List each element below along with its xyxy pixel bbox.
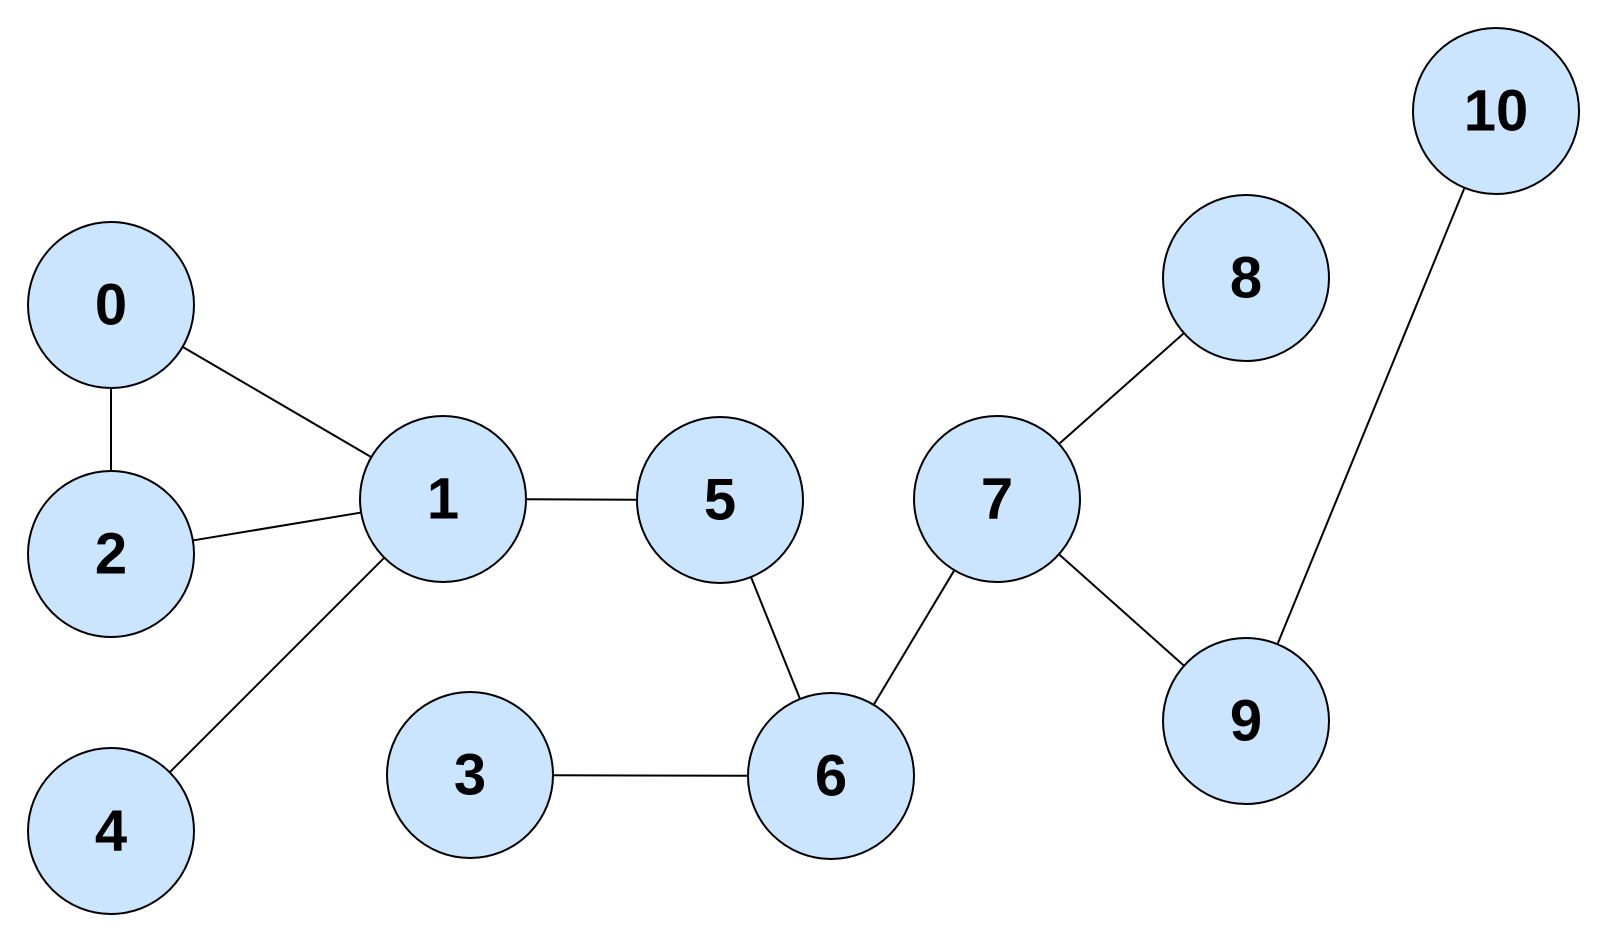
edge-5-6 <box>750 576 801 700</box>
node-9-circle <box>1162 637 1330 805</box>
edge-0-1 <box>182 346 372 458</box>
node-2: 2 <box>27 470 195 638</box>
node-3: 3 <box>386 691 554 859</box>
node-5-label: 5 <box>704 468 736 533</box>
node-9-label: 9 <box>1230 689 1262 754</box>
node-6-circle <box>747 692 915 860</box>
edge-7-8 <box>1058 332 1185 445</box>
edge-1-4 <box>168 556 386 774</box>
nodes-layer: 0 1 2 3 4 5 6 7 8 9 10 <box>27 27 1580 915</box>
node-4: 4 <box>27 747 195 915</box>
node-1-label: 1 <box>427 467 459 532</box>
edge-7-9 <box>1058 553 1185 667</box>
node-8-label: 8 <box>1230 246 1262 311</box>
node-9: 9 <box>1162 637 1330 805</box>
node-2-label: 2 <box>95 522 127 587</box>
node-10-circle <box>1412 27 1580 195</box>
edge-3-6 <box>552 774 749 777</box>
node-0-circle <box>27 221 195 389</box>
edge-6-7 <box>872 569 956 706</box>
node-3-circle <box>386 691 554 859</box>
node-0: 0 <box>27 221 195 389</box>
edge-2-1 <box>192 511 362 542</box>
edges-layer <box>110 187 1466 777</box>
node-1-circle <box>359 415 527 583</box>
node-7-label: 7 <box>981 467 1013 532</box>
node-6-label: 6 <box>815 744 847 809</box>
node-8-circle <box>1162 194 1330 362</box>
node-2-circle <box>27 470 195 638</box>
edge-9-10 <box>1276 187 1466 645</box>
node-8: 8 <box>1162 194 1330 362</box>
node-5-circle <box>636 416 804 584</box>
node-0-label: 0 <box>95 273 127 338</box>
node-4-label: 4 <box>95 799 127 864</box>
node-1: 1 <box>359 415 527 583</box>
node-6: 6 <box>747 692 915 860</box>
node-10-label: 10 <box>1464 79 1529 144</box>
node-7-circle <box>913 415 1081 583</box>
node-7: 7 <box>913 415 1081 583</box>
node-5: 5 <box>636 416 804 584</box>
node-10: 10 <box>1412 27 1580 195</box>
node-4-circle <box>27 747 195 915</box>
node-3-label: 3 <box>454 743 486 808</box>
